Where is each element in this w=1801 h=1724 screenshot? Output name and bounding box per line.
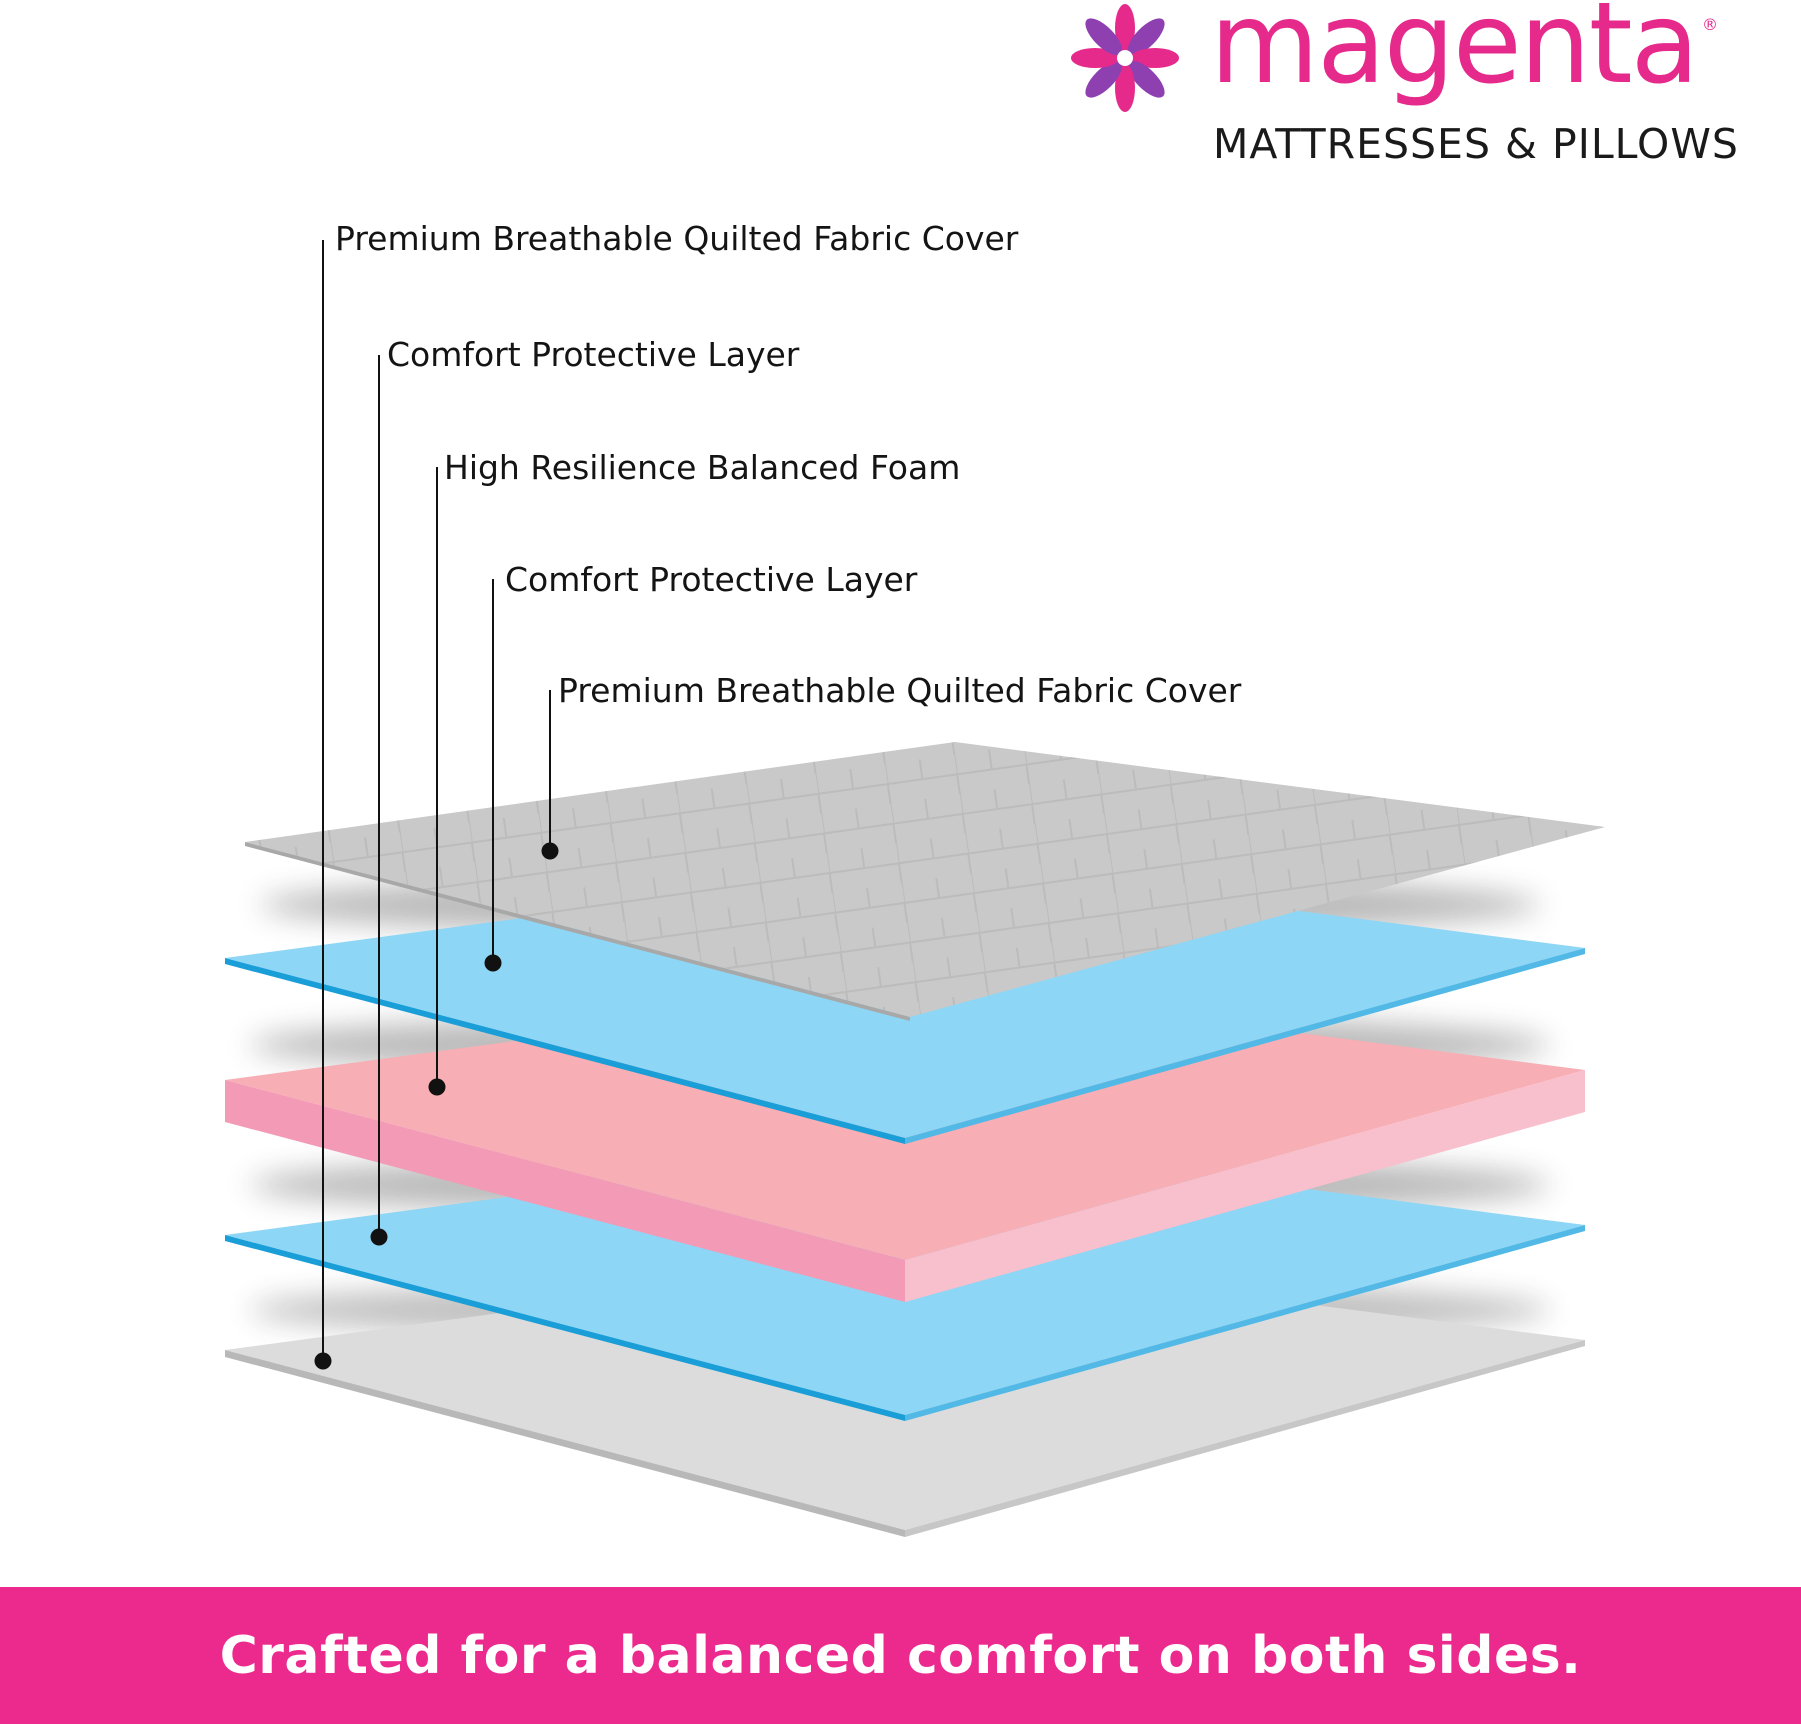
callout-label: Comfort Protective Layer xyxy=(505,560,918,599)
flower-petal xyxy=(1085,60,1123,98)
layer-edge xyxy=(245,842,910,1021)
flower-petal xyxy=(1071,48,1119,68)
callout-label: High Resilience Balanced Foam xyxy=(444,448,960,487)
layer-edge xyxy=(905,1070,1585,1302)
callout-3: High Resilience Balanced Foam xyxy=(428,448,960,1096)
quilt-pattern xyxy=(245,742,1605,1017)
footer-banner: Crafted for a balanced comfort on both s… xyxy=(0,1587,1801,1724)
callout-2: Comfort Protective Layer xyxy=(370,335,800,1246)
flower-icon xyxy=(1071,4,1179,112)
callout-4: Comfort Protective Layer xyxy=(484,560,918,972)
layer-top-fabric-cover xyxy=(245,742,1605,1021)
callouts: Premium Breathable Quilted Fabric Cover … xyxy=(314,219,1242,1370)
brand-logo: magenta ® MATTRESSES & PILLOWS xyxy=(1071,0,1739,168)
flower-petal xyxy=(1115,64,1135,112)
callout-dot xyxy=(314,1352,332,1370)
layer-edge xyxy=(905,1340,1585,1537)
callout-label: Premium Breathable Quilted Fabric Cover xyxy=(335,219,1019,258)
flower-center xyxy=(1117,50,1133,66)
callout-1: Premium Breathable Quilted Fabric Cover xyxy=(314,219,1019,1370)
callout-dot xyxy=(484,954,502,972)
callout-5: Premium Breathable Quilted Fabric Cover xyxy=(541,671,1242,860)
layer-edge xyxy=(905,1225,1585,1421)
layer-edge xyxy=(905,948,1585,1144)
callout-dot xyxy=(541,842,559,860)
footer-slogan: Crafted for a balanced comfort on both s… xyxy=(219,1625,1582,1686)
layer-edge xyxy=(225,1080,905,1302)
callout-label: Premium Breathable Quilted Fabric Cover xyxy=(558,671,1242,710)
layer-edge xyxy=(225,1235,905,1421)
brand-tagline: MATTRESSES & PILLOWS xyxy=(1213,120,1739,168)
layer-edge xyxy=(225,1350,905,1537)
callout-label: Comfort Protective Layer xyxy=(387,335,800,374)
flower-petal xyxy=(1127,60,1165,98)
registered-mark: ® xyxy=(1702,15,1718,34)
layer-edge xyxy=(225,958,905,1144)
flower-petal xyxy=(1115,4,1135,52)
flower-petal xyxy=(1127,18,1165,56)
callout-dot xyxy=(370,1228,388,1246)
callout-dot xyxy=(428,1078,446,1096)
flower-petal xyxy=(1131,48,1179,68)
brand-name: magenta xyxy=(1210,0,1697,109)
flower-petal xyxy=(1085,18,1123,56)
